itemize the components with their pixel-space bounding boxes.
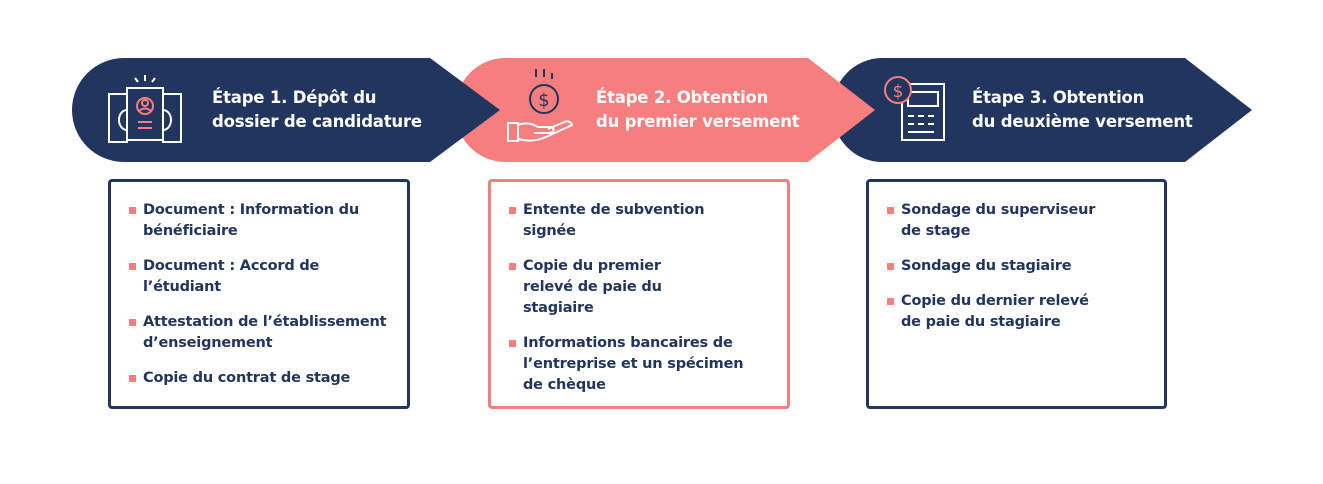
title-line: dossier de candidature — [212, 112, 422, 131]
step-3-requirements: Sondage du superviseur de stage Sondage … — [866, 179, 1167, 409]
list-item: Copie du premier relevé de paie du stagi… — [509, 256, 753, 319]
title-line: du premier versement — [596, 112, 800, 131]
svg-text:$: $ — [893, 82, 904, 102]
step-1-requirements: Document : Information du bénéficiaire D… — [108, 179, 410, 409]
list-item: Copie du contrat de stage — [129, 368, 393, 389]
list-item: Informations bancaires de l’entreprise e… — [509, 333, 753, 396]
step-2-title: Étape 2. Obtention du premier versement — [596, 86, 800, 134]
step-3-title: Étape 3. Obtention du deuxième versement — [972, 86, 1193, 134]
hand-coin-icon: $ — [507, 69, 574, 142]
title-line: Étape 3. Obtention — [972, 88, 1145, 107]
id-documents-icon — [108, 75, 182, 143]
svg-text:$: $ — [538, 90, 549, 111]
list-item: Attestation de l’établissement d’enseign… — [129, 312, 393, 354]
list-item: Copie du dernier relevé de paie du stagi… — [887, 291, 1110, 333]
calculator-dollar-icon: $ — [884, 76, 945, 141]
step-1-title: Étape 1. Dépôt du dossier de candidature — [212, 86, 422, 134]
list-item: Sondage du superviseur de stage — [887, 200, 1110, 242]
title-line: Étape 2. Obtention — [596, 88, 769, 107]
step-2-banner — [455, 58, 875, 162]
list-item: Document : Information du bénéficiaire — [129, 200, 393, 242]
list-item: Sondage du stagiaire — [887, 256, 1110, 277]
step-1-banner — [72, 58, 500, 162]
list-item: Entente de subvention signée — [509, 200, 753, 242]
step-2-requirements: Entente de subvention signée Copie du pr… — [488, 179, 790, 409]
title-line: du deuxième versement — [972, 112, 1193, 131]
title-line: Étape 1. Dépôt du — [212, 88, 377, 107]
list-item: Document : Accord de l’étudiant — [129, 256, 393, 298]
